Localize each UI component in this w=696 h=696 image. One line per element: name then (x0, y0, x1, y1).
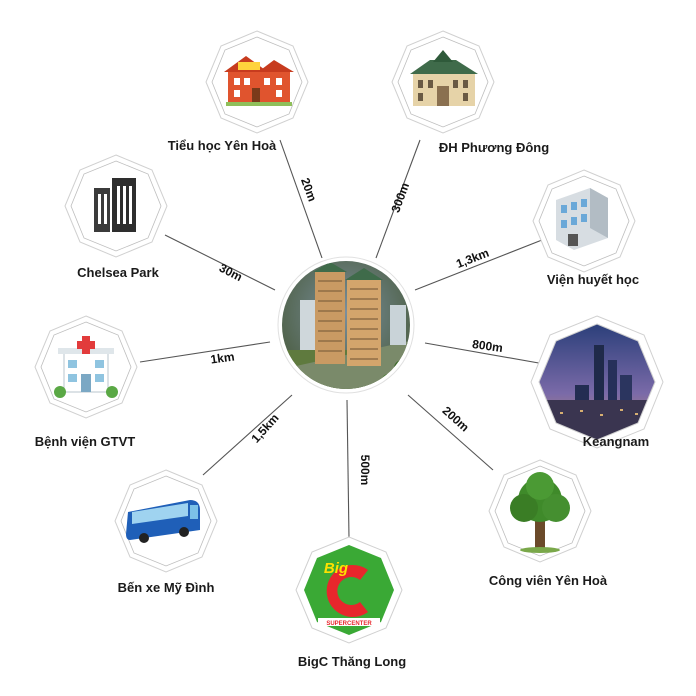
connector-chelsea (164, 234, 276, 291)
node-keangnam: Keangnam (530, 315, 664, 449)
school-icon (224, 56, 294, 106)
node-cong-vien: Công viên Yên Hoà (488, 459, 608, 588)
university-icon (410, 50, 478, 106)
city-skyline-icon (539, 324, 655, 440)
tree-icon (510, 472, 570, 553)
label-benh-vien: Bệnh viện GTVT (35, 434, 135, 449)
node-benh-vien: Bệnh viện GTVT (34, 315, 138, 449)
node-bigc: Big SUPERCENTER BigC Thăng Long (295, 536, 406, 669)
connector-ben-xe (202, 394, 293, 476)
label-cong-vien: Công viên Yên Hoà (489, 573, 608, 588)
connector-dh-phuong-dong (375, 139, 421, 259)
distance-keangnam: 800m (471, 337, 503, 355)
bigc-logo-icon: Big SUPERCENTER (304, 545, 394, 635)
node-ben-xe: Bến xe Mỹ Đình (114, 469, 218, 595)
hospital-building-icon (556, 188, 608, 250)
label-keangnam: Keangnam (583, 434, 649, 449)
node-tieu-hoc: Tiểu học Yên Hoà (168, 30, 309, 153)
label-chelsea: Chelsea Park (77, 265, 159, 280)
label-dh-phuong-dong: ĐH Phương Đông (439, 140, 549, 155)
node-vien-huyet-hoc: Viện huyết học (532, 169, 639, 287)
connector-keangnam (424, 342, 551, 366)
center-node (277, 256, 415, 394)
label-vien-huyet-hoc: Viện huyết học (547, 272, 639, 287)
bus-icon (126, 500, 200, 543)
node-dh-phuong-dong: ĐH Phương Đông (391, 30, 549, 155)
node-chelsea: Chelsea Park (64, 154, 168, 280)
connector-benh-vien (139, 341, 271, 363)
distance-benh-vien: 1km (210, 349, 236, 366)
label-bigc: BigC Thăng Long (298, 654, 406, 669)
hospital-icon (54, 336, 118, 398)
connectors (139, 139, 551, 539)
bigc-logo-supercenter: SUPERCENTER (326, 621, 372, 627)
distance-bigc: 500m (358, 455, 372, 486)
distance-chelsea: 30m (217, 261, 245, 284)
label-tieu-hoc: Tiểu học Yên Hoà (168, 138, 277, 153)
connector-tieu-hoc (279, 139, 323, 259)
connector-cong-vien (407, 394, 494, 471)
apartment-tower-icon (282, 261, 410, 389)
distance-ben-xe: 1,5km (248, 411, 281, 446)
connector-bigc (346, 399, 350, 539)
distance-cong-vien: 200m (440, 404, 472, 435)
distance-dh-phuong-dong: 300m (388, 181, 412, 215)
label-ben-xe: Bến xe Mỹ Đình (118, 580, 215, 595)
connector-vien-huyet-hoc (414, 239, 543, 291)
bigc-logo-big: Big (324, 560, 348, 577)
office-building-icon (94, 178, 136, 232)
